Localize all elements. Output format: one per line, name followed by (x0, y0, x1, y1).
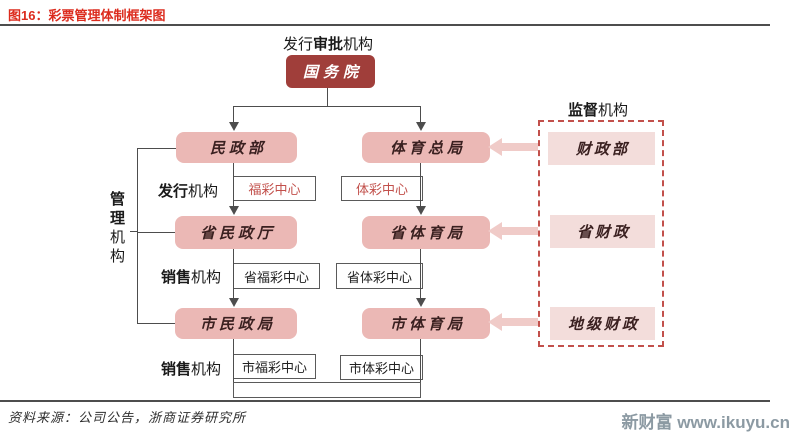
bottom-connector-box (233, 382, 421, 398)
node-provincial-sports-bureau: 省体育局 (362, 216, 490, 249)
supervision-arrow-bottom-icon (488, 313, 538, 331)
management-stub-row1 (137, 148, 176, 149)
connector-top-branch (233, 106, 421, 107)
watermark: 新财富 www.ikuyu.cn (545, 408, 790, 433)
sales-org-label-provincial: 销售机构 (152, 266, 230, 287)
node-municipal-sports-bureau: 市体育局 (362, 308, 490, 339)
figure-title: 图16：彩票管理体制框架图 (8, 8, 166, 23)
footer-divider (0, 400, 770, 402)
issuance-approval-label: 发行审批机构 (272, 33, 384, 54)
supervision-arrow-middle-head (488, 222, 502, 240)
supervision-arrow-top-head (488, 138, 502, 156)
supervision-dashed-box (538, 120, 664, 347)
arrow-down-provincial-civil-icon (229, 206, 239, 215)
source-note: 资料来源：公司公告，浙商证券研究所 (8, 410, 247, 425)
sales-org-label-provincial-post: 机构 (191, 269, 222, 286)
issuance-org-label-bold: 发行 (157, 183, 188, 200)
connector-provincial-to-municipal-sports (420, 249, 421, 298)
arrow-down-sports-admin-icon (416, 122, 426, 131)
management-bracket-line (137, 148, 138, 323)
management-stub-row2 (137, 232, 175, 233)
supervision-arrow-bottom-head (488, 313, 502, 331)
issuance-approval-label-pre: 发行 (282, 36, 313, 53)
node-provincial-finance: 省财政 (550, 215, 655, 248)
sales-org-label-municipal: 销售机构 (152, 358, 230, 379)
node-welfare-lottery-center: 福彩中心 (233, 176, 316, 201)
supervision-arrow-middle-icon (488, 222, 538, 240)
supervision-org-label-bold: 监督 (567, 102, 598, 119)
management-label-stub (130, 231, 137, 232)
connector-municipal-sports-down (420, 339, 421, 382)
watermark-brand: 新财富 (621, 413, 673, 432)
supervision-org-label-post: 机构 (598, 102, 629, 119)
node-finance-ministry: 财政部 (548, 132, 655, 165)
supervision-arrow-middle-shaft (502, 227, 538, 235)
supervision-org-label: 监督机构 (556, 99, 640, 120)
issuance-approval-label-post: 机构 (343, 36, 374, 53)
node-municipal-sports-center: 市体彩中心 (340, 355, 423, 380)
management-org-label-post: 机构 (108, 229, 125, 267)
issuance-org-label: 发行机构 (146, 180, 230, 201)
node-sports-lottery-center: 体彩中心 (341, 176, 423, 201)
arrow-down-civil-affairs-icon (229, 122, 239, 131)
node-sports-administration: 体育总局 (362, 132, 490, 163)
management-org-label: 管理机构 (104, 191, 128, 267)
node-prefecture-finance: 地级财政 (550, 307, 655, 340)
arrow-down-municipal-civil-icon (229, 298, 239, 307)
connector-civil-to-provincial (233, 163, 234, 206)
watermark-url: www.ikuyu.cn (677, 413, 790, 432)
connector-sports-to-provincial (420, 163, 421, 206)
title-divider (0, 24, 770, 26)
issuance-org-label-post: 机构 (188, 183, 219, 200)
node-provincial-welfare-center: 省福彩中心 (233, 263, 320, 289)
connector-state-council-down (327, 88, 328, 106)
sales-org-label-municipal-bold: 销售 (160, 361, 191, 378)
node-civil-affairs-ministry: 民政部 (176, 132, 297, 163)
supervision-arrow-bottom-shaft (502, 318, 538, 326)
connector-to-sports-admin (420, 106, 421, 122)
management-stub-row3 (137, 323, 175, 324)
issuance-approval-label-bold: 审批 (312, 36, 343, 53)
arrow-down-municipal-sports-icon (416, 298, 426, 307)
supervision-arrow-top-icon (488, 138, 538, 156)
connector-provincial-to-municipal-civil (233, 249, 234, 298)
supervision-arrow-top-shaft (502, 143, 538, 151)
node-provincial-sports-center: 省体彩中心 (336, 263, 423, 289)
connector-to-civil-affairs (233, 106, 234, 122)
arrow-down-provincial-sports-icon (416, 206, 426, 215)
node-municipal-welfare-center: 市福彩中心 (233, 354, 316, 379)
connector-municipal-civil-down (233, 339, 234, 382)
node-provincial-civil-affairs: 省民政厅 (175, 216, 297, 249)
node-municipal-civil-affairs: 市民政局 (175, 308, 297, 339)
sales-org-label-provincial-bold: 销售 (160, 269, 191, 286)
management-org-label-bold: 管理 (108, 191, 125, 229)
sales-org-label-municipal-post: 机构 (191, 361, 222, 378)
node-state-council: 国务院 (286, 55, 375, 88)
